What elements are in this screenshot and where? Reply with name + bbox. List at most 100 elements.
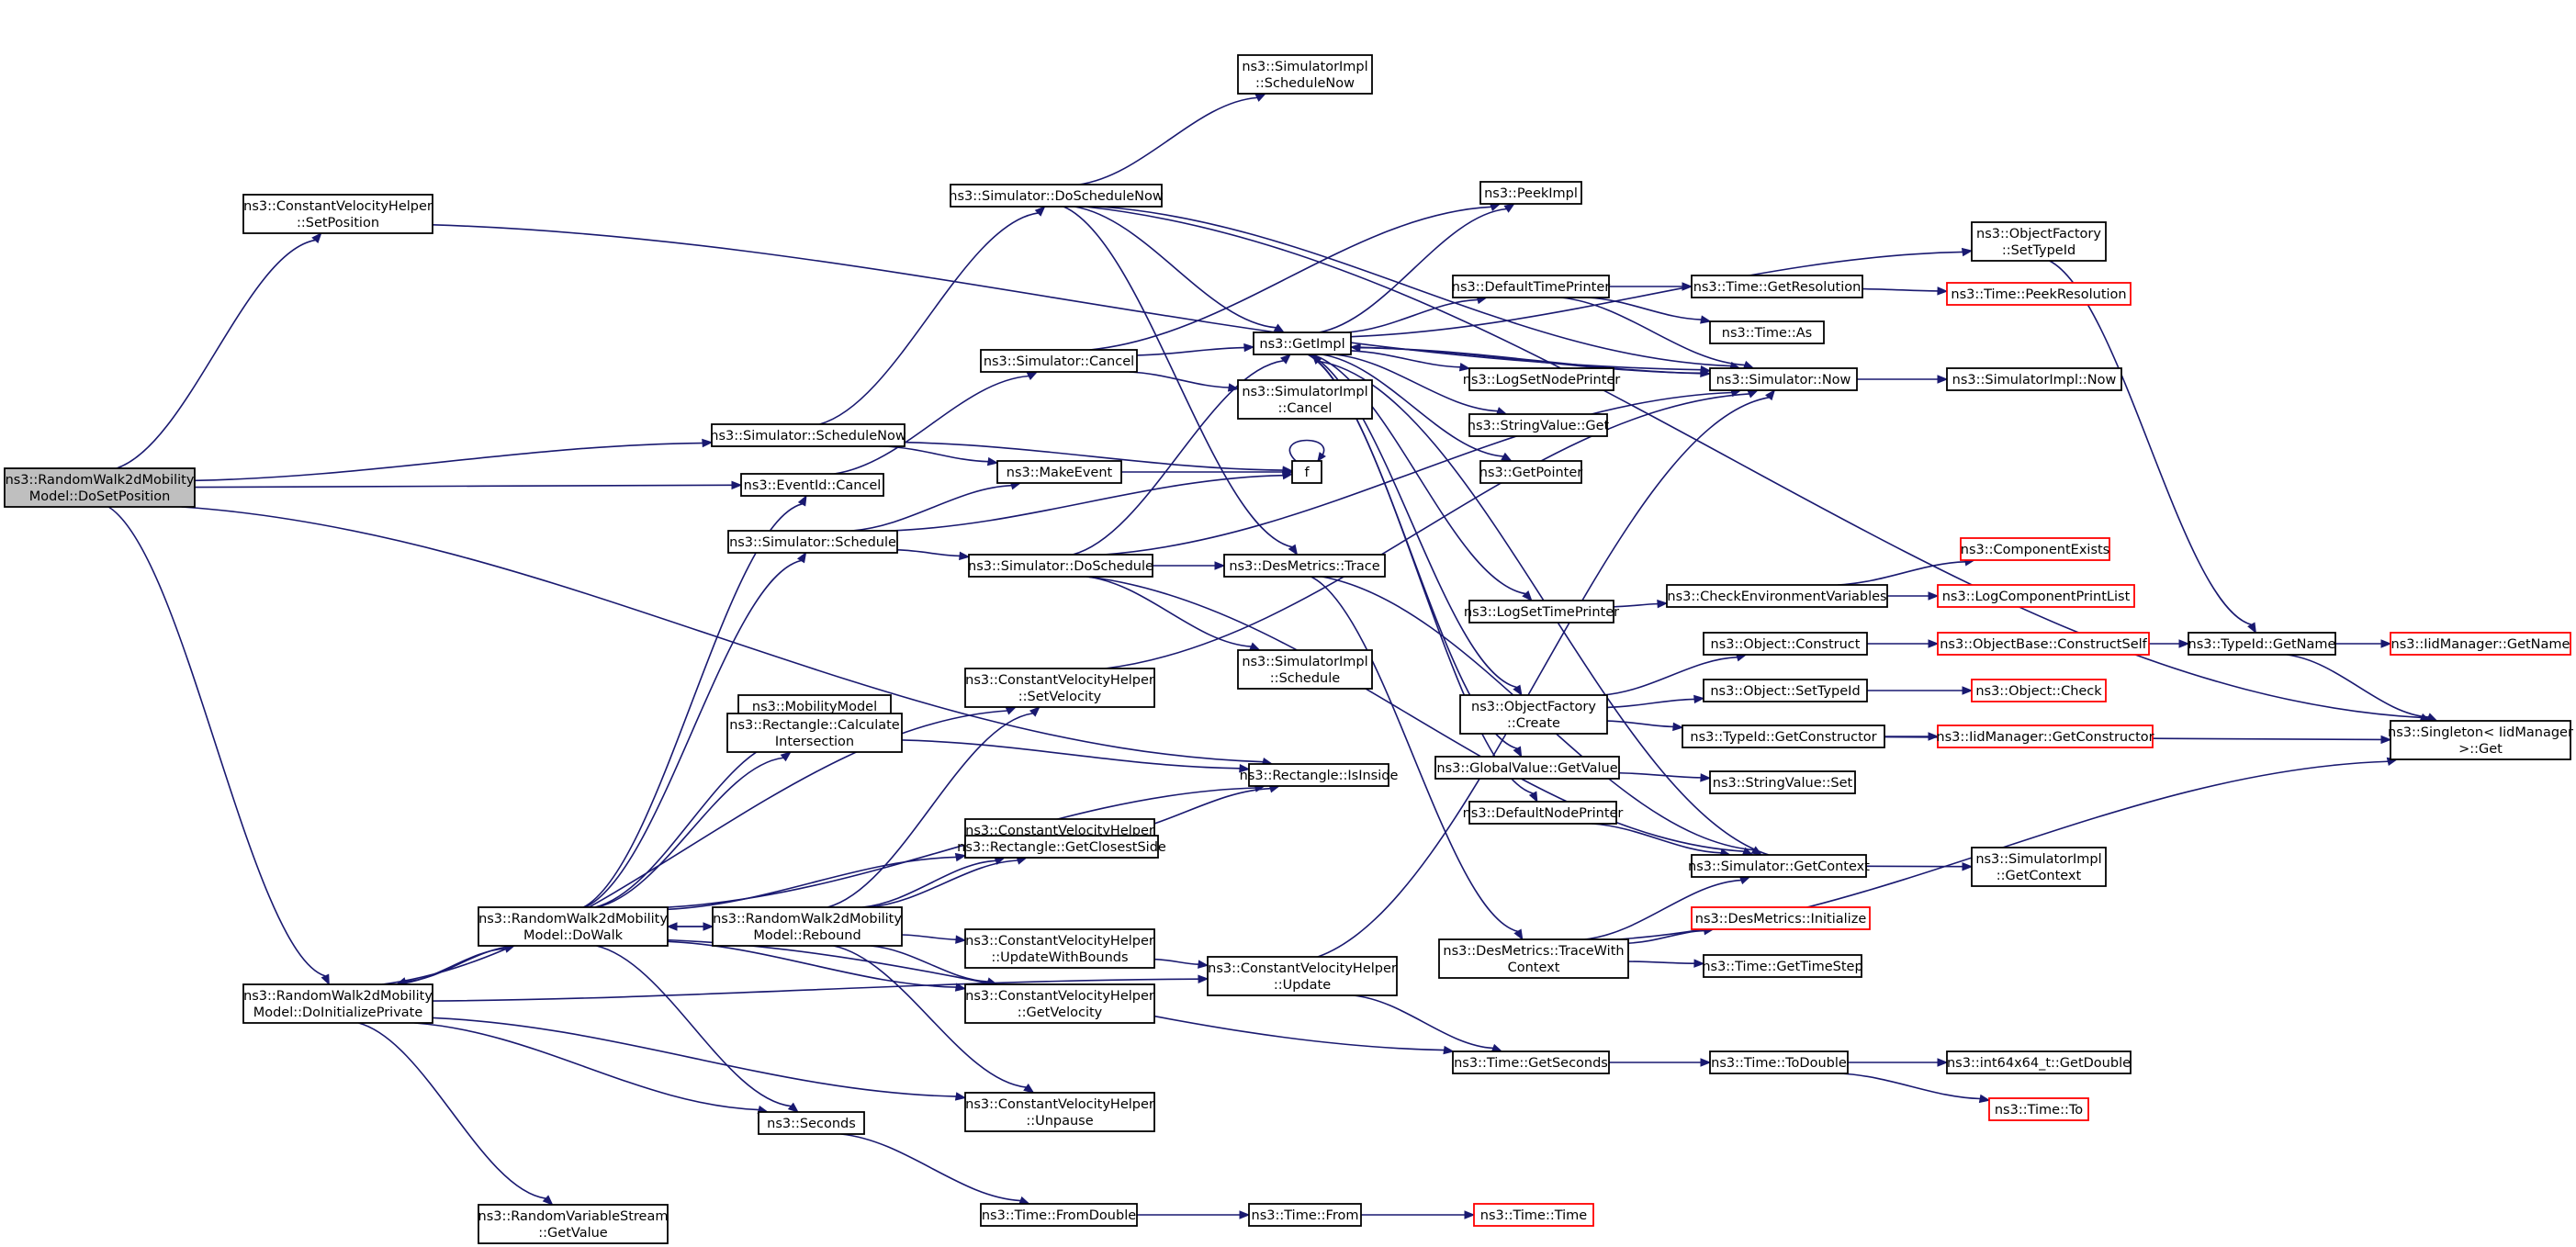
node-obj-settypeid[interactable]: ns3::Object::SetTypeId xyxy=(1703,679,1868,702)
node-time-to[interactable]: ns3::Time::To xyxy=(1988,1097,2089,1121)
node-time-as[interactable]: ns3::Time::As xyxy=(1709,320,1825,344)
node-sim-now[interactable]: ns3::Simulator::Now xyxy=(1709,367,1858,391)
node-time-getseconds[interactable]: ns3::Time::GetSeconds xyxy=(1452,1050,1610,1074)
edge-rw_dowalk-to-sim_schedule xyxy=(584,551,807,908)
node-getimpl[interactable]: ns3::GetImpl xyxy=(1253,331,1352,355)
node-stringvalue-get[interactable]: ns3::StringValue::Get xyxy=(1468,413,1610,437)
node-desmetrics-trace[interactable]: ns3::DesMetrics::Trace xyxy=(1223,554,1386,578)
edge-def_time_printer-to-time_as xyxy=(1587,297,1712,324)
node-obj-check[interactable]: ns3::Object::Check xyxy=(1971,679,2107,702)
node-label: ns3::Rectangle::IsInside xyxy=(1240,769,1399,783)
node-sched-now[interactable]: ns3::Simulator::ScheduleNow xyxy=(710,423,906,447)
node-globalvalue-get[interactable]: ns3::GlobalValue::GetValue xyxy=(1434,756,1620,780)
node-seconds[interactable]: ns3::Seconds xyxy=(758,1111,865,1135)
node-time-getres[interactable]: ns3::Time::GetResolution xyxy=(1691,275,1863,298)
node-peekimpl[interactable]: ns3::PeekImpl xyxy=(1479,181,1582,205)
node-box xyxy=(1666,584,1888,608)
node-sim-getcontext[interactable]: ns3::Simulator::GetContext xyxy=(1688,854,1870,878)
node-simimpl-schednow[interactable]: ns3::SimulatorImpl::ScheduleNow xyxy=(1237,54,1373,95)
edge-sim_getcontext-to-simimpl_getcontext xyxy=(1865,861,1974,871)
node-time-fromdouble[interactable]: ns3::Time::FromDouble xyxy=(980,1203,1138,1227)
node-time-from[interactable]: ns3::Time::From xyxy=(1248,1203,1362,1227)
node-cvh-setvel[interactable]: ns3::ConstantVelocityHelper::SetVelocity xyxy=(964,668,1155,708)
node-typeid-getname[interactable]: ns3::TypeId::GetName xyxy=(2188,632,2336,656)
node-cvh-updbounds[interactable]: ns3::ConstantVelocityHelper::UpdateWithB… xyxy=(964,928,1155,969)
node-iidmgr-getname[interactable]: ns3::IidManager::GetName xyxy=(2390,632,2571,656)
node-cvh-unpause[interactable]: ns3::ConstantVelocityHelper::Unpause xyxy=(964,1092,1155,1132)
node-simimpl-cancel[interactable]: ns3::SimulatorImpl::Cancel xyxy=(1237,379,1373,420)
node-label: Intersection xyxy=(775,735,854,749)
edge-objfactory_create-to-typeid_getctor xyxy=(1606,720,1684,732)
node-objfactory-create[interactable]: ns3::ObjectFactory::Create xyxy=(1459,694,1608,735)
node-iidmgr-getctor[interactable]: ns3::IidManager::GetConstructor xyxy=(1936,725,2154,748)
node-obj-construct[interactable]: ns3::Object::Construct xyxy=(1703,632,1868,656)
node-do-schedule[interactable]: ns3::Simulator::DoSchedule xyxy=(968,554,1153,578)
node-cvh-update[interactable]: ns3::ConstantVelocityHelper::Update xyxy=(1207,956,1398,996)
node-box xyxy=(1237,379,1373,420)
node-rect-inside[interactable]: ns3::Rectangle::IsInside xyxy=(1240,763,1399,787)
node-box xyxy=(1971,221,2107,262)
node-time-time[interactable]: ns3::Time::Time xyxy=(1473,1203,1594,1227)
node-box xyxy=(2390,720,2571,760)
node-simimpl-getcontext[interactable]: ns3::SimulatorImpl::GetContext xyxy=(1971,847,2107,887)
node-box xyxy=(964,983,1155,1024)
node-root[interactable]: ns3::RandomWalk2dMobilityModel::DoSetPos… xyxy=(4,467,196,508)
edge-rw_rebound-to-cvh_unpause xyxy=(833,945,1035,1094)
edge-time_todouble-to-int64_getdouble xyxy=(1848,1058,1949,1067)
node-rw-doinit[interactable]: ns3::RandomWalk2dMobilityModel::DoInitia… xyxy=(242,983,433,1024)
node-compexists[interactable]: ns3::ComponentExists xyxy=(1960,537,2110,561)
node-label: ns3::GetPointer xyxy=(1479,466,1583,480)
node-def-time-printer[interactable]: ns3::DefaultTimePrinter xyxy=(1452,275,1610,298)
node-box xyxy=(996,460,1122,484)
node-objbase-construct[interactable]: ns3::ObjectBase::ConstructSelf xyxy=(1937,632,2150,656)
node-time-todouble[interactable]: ns3::Time::ToDouble xyxy=(1709,1050,1849,1074)
node-cvh-getvel[interactable]: ns3::ConstantVelocityHelper::GetVelocity xyxy=(964,983,1155,1024)
node-label: ::SetTypeId xyxy=(2002,243,2075,258)
node-label: ::Unpause xyxy=(1026,1114,1093,1129)
node-log-set-node-printer[interactable]: ns3::LogSetNodePrinter xyxy=(1463,367,1621,391)
node-int64-getdouble[interactable]: ns3::int64x64_t::GetDouble xyxy=(1946,1050,2132,1074)
edge-rw_doinit-to-cvh_update xyxy=(432,974,1209,1002)
node-makeevent[interactable]: ns3::MakeEvent xyxy=(996,460,1122,484)
node-box xyxy=(980,349,1138,373)
node-box xyxy=(1937,632,2150,656)
node-box xyxy=(1452,1050,1610,1074)
node-sim-schedule[interactable]: ns3::Simulator::Schedule xyxy=(727,530,898,554)
edge-cvh_update-to-time_getseconds xyxy=(1353,994,1503,1052)
node-cvh-setpos[interactable]: ns3::ConstantVelocityHelper::SetPosition xyxy=(242,194,433,234)
node-box xyxy=(1709,770,1856,794)
node-getpointer[interactable]: ns3::GetPointer xyxy=(1479,460,1583,484)
node-f[interactable]: f xyxy=(1291,460,1322,484)
node-simimpl-now[interactable]: ns3::SimulatorImpl::Now xyxy=(1946,367,2122,391)
node-label: ns3::CheckEnvironmentVariables xyxy=(1667,590,1886,604)
node-do-sched-now[interactable]: ns3::Simulator::DoScheduleNow xyxy=(949,184,1164,208)
edge-rw_dowalk-to-rect_calc xyxy=(596,751,792,908)
node-box xyxy=(1438,938,1629,979)
node-logcompprint[interactable]: ns3::LogComponentPrintList xyxy=(1937,584,2135,608)
node-rvs-getvalue[interactable]: ns3::RandomVariableStream::GetValue xyxy=(478,1204,669,1244)
node-check-env[interactable]: ns3::CheckEnvironmentVariables xyxy=(1666,584,1888,608)
node-time-peekres[interactable]: ns3::Time::PeekResolution xyxy=(1946,282,2132,306)
node-box xyxy=(964,668,1155,708)
node-box xyxy=(1479,181,1582,205)
node-rect-closest[interactable]: ns3::Rectangle::GetClosestSide xyxy=(957,835,1166,859)
node-label: ns3::LogComponentPrintList xyxy=(1942,590,2131,604)
node-typeid-getctor[interactable]: ns3::TypeId::GetConstructor xyxy=(1682,725,1885,748)
node-sim-cancel[interactable]: ns3::Simulator::Cancel xyxy=(980,349,1138,373)
edge-do_schedule-to-getimpl xyxy=(1072,354,1291,556)
edge-rect_calc-to-rect_inside xyxy=(901,739,1251,773)
node-objfactory-settypeid[interactable]: ns3::ObjectFactory::SetTypeId xyxy=(1971,221,2107,262)
node-time-gettimestep[interactable]: ns3::Time::GetTimeStep xyxy=(1702,954,1863,978)
node-singleton-get[interactable]: ns3::Singleton< IidManager >::Get xyxy=(2388,720,2573,760)
edge-rw_rebound-to-cvh_setvel xyxy=(827,706,1041,908)
node-def-node-printer[interactable]: ns3::DefaultNodePrinter xyxy=(1463,801,1624,825)
node-eventid-cancel[interactable]: ns3::EventId::Cancel xyxy=(740,473,884,497)
node-simimpl-schedule[interactable]: ns3::SimulatorImpl::Schedule xyxy=(1237,649,1373,690)
node-stringvalue-set[interactable]: ns3::StringValue::Set xyxy=(1709,770,1856,794)
node-desm-init[interactable]: ns3::DesMetrics::Initialize xyxy=(1691,906,1871,930)
node-log-set-time-printer[interactable]: ns3::LogSetTimePrinter xyxy=(1464,600,1619,624)
